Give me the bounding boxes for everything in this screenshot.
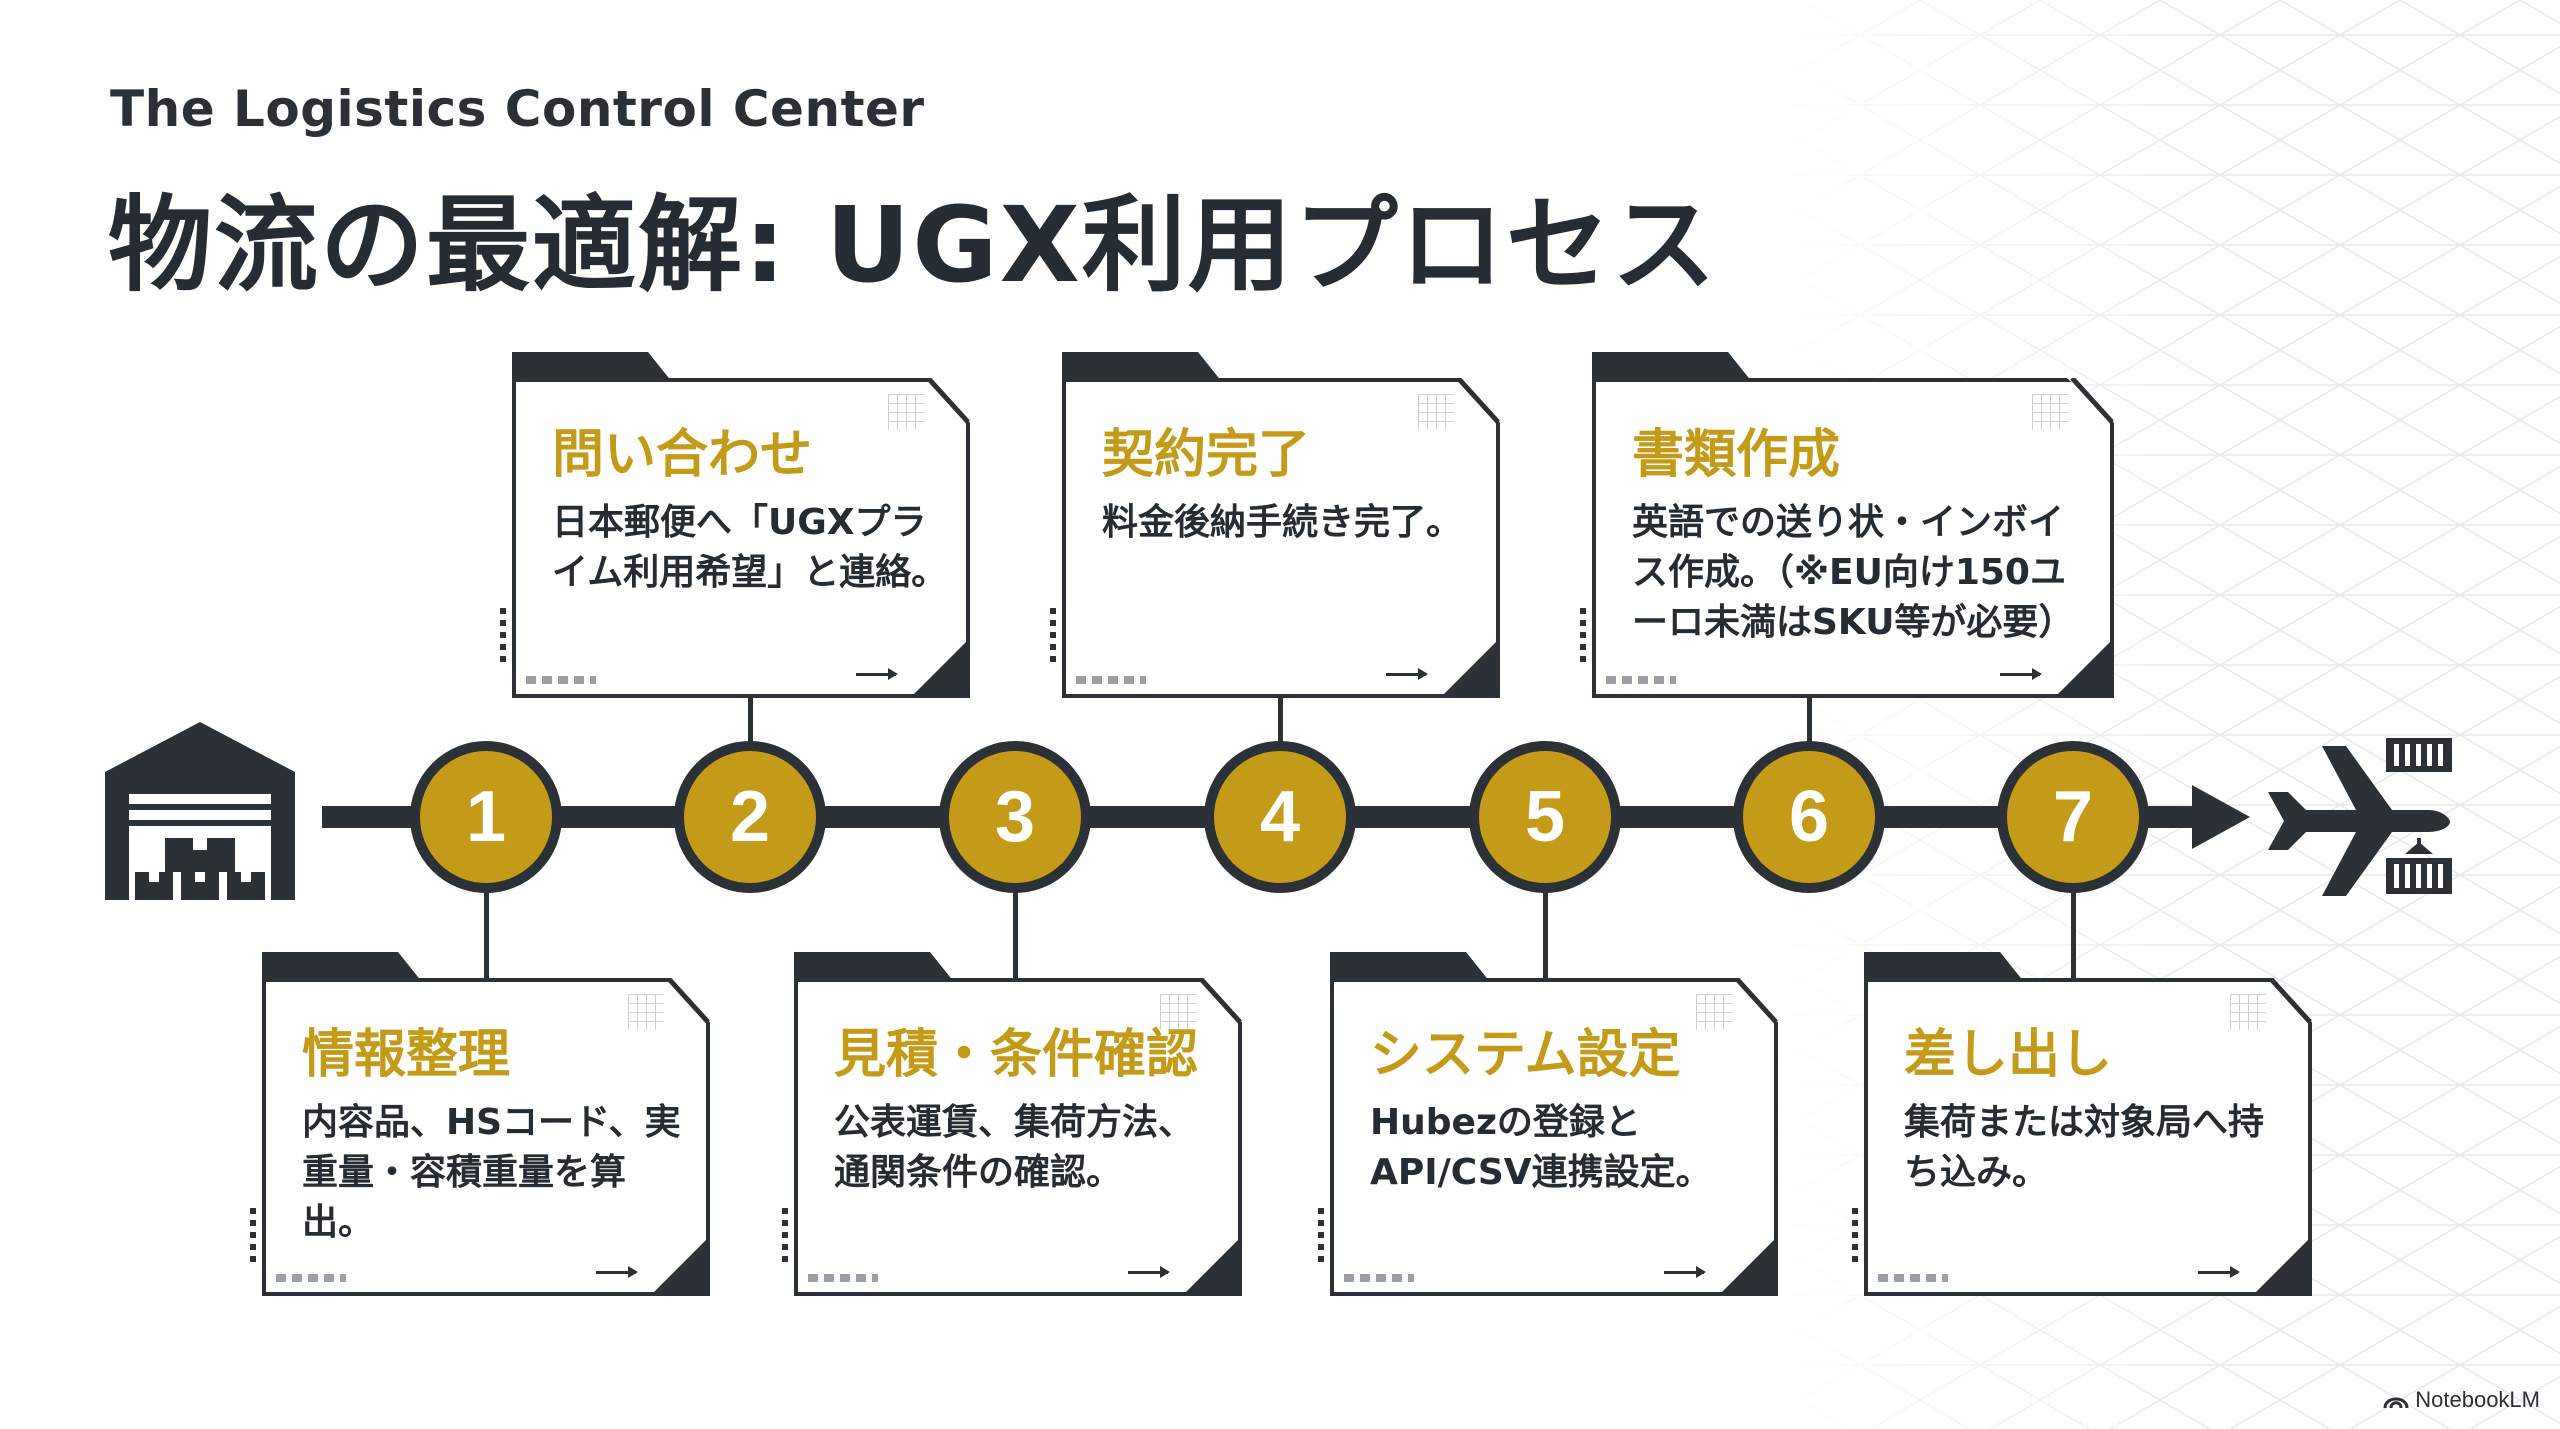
connector-step-5 [1543, 880, 1548, 980]
step-title: 差し出し [1904, 1025, 2113, 1085]
card-arrow-icon [1128, 1266, 1170, 1278]
card-body [262, 978, 710, 1296]
card-body [512, 378, 970, 698]
card-foot-marks [808, 1274, 878, 1282]
card-tab [512, 352, 672, 382]
card-body [1330, 978, 1778, 1296]
connector-step-1 [484, 880, 489, 980]
footer-brand: NotebookLM [2383, 1387, 2540, 1413]
step-node-1: 1 [410, 741, 562, 893]
step-card-4: 契約完了 料金後納手続き完了。 [1050, 352, 1500, 698]
card-body [794, 978, 1242, 1296]
card-corner-cut [2268, 978, 2312, 1024]
card-foot-marks [1878, 1274, 1948, 1282]
step-description: 英語での送り状・インボイス作成。（※EU向け150ユーロ未満はSKU等が必要） [1632, 502, 2075, 643]
step-description: 日本郵便へ「UGXプライム利用希望」と連絡。 [552, 502, 948, 593]
card-foot-marks [1606, 676, 1676, 684]
step-description: 公表運賃、集荷方法、通関条件の確認。 [834, 1102, 1195, 1193]
step-title: システム設定 [1370, 1025, 1681, 1085]
connector-step-4 [1278, 656, 1283, 756]
card-body [1592, 378, 2114, 698]
step-card-6: 書類作成 英語での送り状・インボイス作成。（※EU向け150ユーロ未満はSKU等… [1580, 352, 2114, 698]
card-foot-marks [526, 676, 596, 684]
card-grid-icon [1696, 994, 1732, 1030]
card-side-ticks [782, 1208, 788, 1264]
step-node-7: 7 [1997, 741, 2149, 893]
header-subtitle: The Logistics Control Center [110, 80, 925, 138]
warehouse-icon [105, 722, 295, 900]
card-corner-fill [2252, 1236, 2312, 1296]
step-card-7: 差し出し 集荷または対象局へ持ち込み。 [1852, 952, 2312, 1296]
card-corner-fill [1440, 638, 1500, 698]
notebooklm-logo-icon [2383, 1397, 2409, 1409]
card-grid-icon [1418, 394, 1454, 430]
card-corner-fill [650, 1236, 710, 1296]
card-arrow-icon [1664, 1266, 1706, 1278]
step-title: 見積・条件確認 [834, 1025, 1199, 1085]
step-card-2: 問い合わせ 日本郵便へ「UGXプライム利用希望」と連絡。 [500, 352, 970, 698]
step-node-4: 4 [1204, 741, 1356, 893]
card-body [1062, 378, 1500, 698]
card-foot-marks [276, 1274, 346, 1282]
card-side-ticks [1318, 1208, 1324, 1264]
step-card-3: 見積・条件確認 公表運賃、集荷方法、通関条件の確認。 [782, 952, 1242, 1296]
step-node-3: 3 [939, 741, 1091, 893]
card-corner-cut [1734, 978, 1778, 1024]
card-tab [1062, 352, 1222, 382]
card-corner-cut [1456, 378, 1500, 424]
card-corner-cut [666, 978, 710, 1024]
timeline-arrow-icon [2192, 785, 2250, 849]
connector-step-3 [1013, 880, 1018, 980]
card-grid-icon [628, 994, 664, 1030]
step-card-5: システム設定 Hubezの登録とAPI/CSV連携設定。 [1318, 952, 1778, 1296]
card-corner-fill [2054, 638, 2114, 698]
card-arrow-icon [596, 1266, 638, 1278]
card-corner-fill [910, 638, 970, 698]
card-tab [262, 952, 422, 982]
card-side-ticks [1852, 1208, 1858, 1264]
card-foot-marks [1344, 1274, 1414, 1282]
card-arrow-icon [856, 668, 898, 680]
step-description: 集荷または対象局へ持ち込み。 [1904, 1102, 2265, 1193]
card-corner-cut [1198, 978, 1242, 1024]
step-node-5: 5 [1469, 741, 1621, 893]
card-tab [1864, 952, 2024, 982]
card-tab [1592, 352, 1752, 382]
step-title: 書類作成 [1632, 425, 1841, 485]
step-card-1: 情報整理 内容品、HSコード、実重量・容積重量を算出。 [250, 952, 710, 1296]
card-grid-icon [2230, 994, 2266, 1030]
step-description: 内容品、HSコード、実重量・容積重量を算出。 [302, 1102, 681, 1243]
card-arrow-icon [2198, 1266, 2240, 1278]
card-grid-icon [1160, 994, 1196, 1030]
card-arrow-icon [2000, 668, 2042, 680]
card-side-ticks [500, 608, 506, 664]
card-grid-icon [888, 394, 924, 430]
step-node-2: 2 [674, 741, 826, 893]
step-title: 契約完了 [1102, 425, 1311, 485]
step-title: 情報整理 [302, 1025, 511, 1085]
footer-brand-label: NotebookLM [2415, 1387, 2540, 1412]
card-corner-cut [2070, 378, 2114, 424]
page-title: 物流の最適解: UGX利用プロセス [108, 184, 1718, 306]
card-grid-icon [2032, 394, 2068, 430]
card-corner-fill [1718, 1236, 1778, 1296]
card-side-ticks [1050, 608, 1056, 664]
card-side-ticks [1580, 608, 1586, 664]
card-tab [794, 952, 954, 982]
card-tab [1330, 952, 1490, 982]
connector-step-6 [1807, 656, 1812, 756]
card-corner-fill [1182, 1236, 1242, 1296]
card-side-ticks [250, 1208, 256, 1264]
card-foot-marks [1076, 676, 1146, 684]
step-title: 問い合わせ [552, 425, 813, 485]
card-body [1864, 978, 2312, 1296]
card-corner-cut [926, 378, 970, 424]
connector-step-7 [2071, 880, 2076, 980]
step-description: Hubezの登録とAPI/CSV連携設定。 [1370, 1102, 1712, 1193]
airplane-cargo-icon [2268, 738, 2452, 896]
step-node-6: 6 [1733, 741, 1885, 893]
card-arrow-icon [1386, 668, 1428, 680]
step-description: 料金後納手続き完了。 [1102, 502, 1463, 543]
connector-step-2 [748, 656, 753, 756]
